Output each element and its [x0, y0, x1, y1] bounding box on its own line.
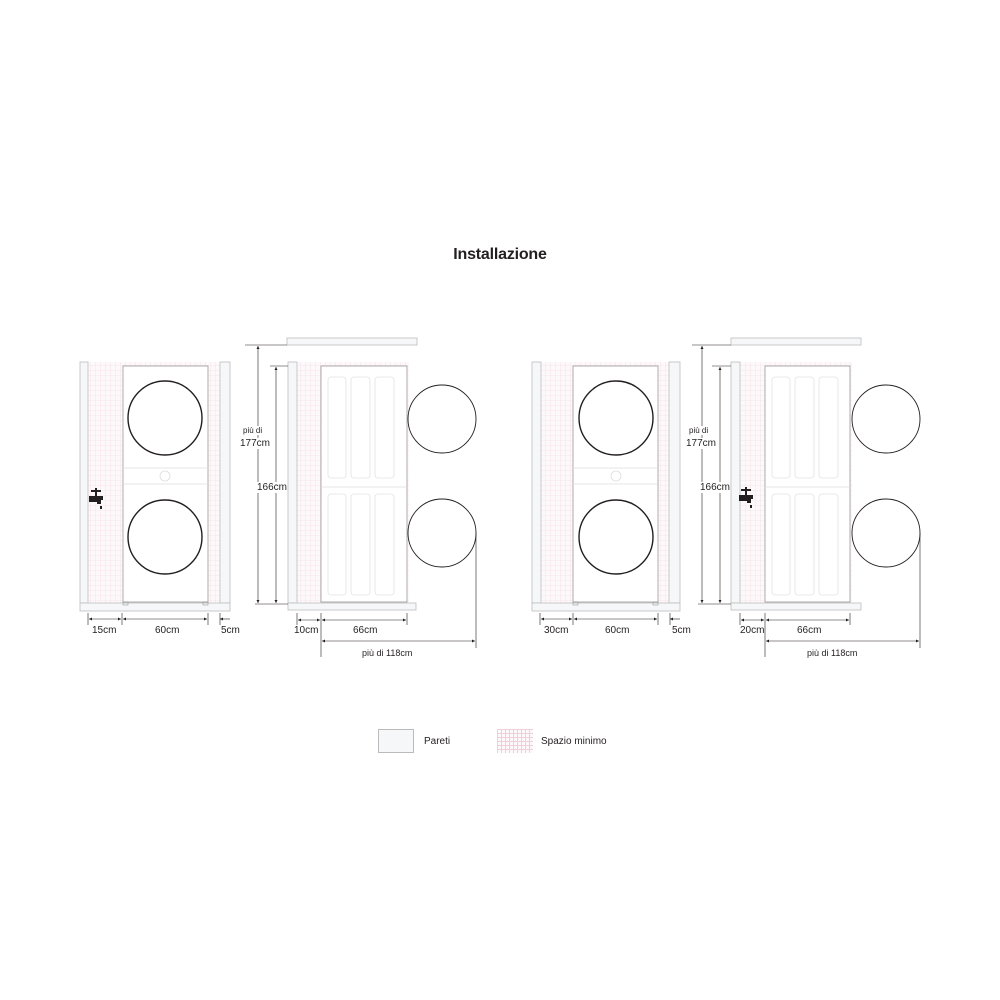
wall-right: [668, 361, 681, 604]
front-view-left: [79, 361, 231, 625]
open-door-upper: [851, 384, 921, 454]
ceiling: [730, 337, 862, 346]
dim-right-clearance: 5cm: [221, 625, 240, 636]
door-upper: [127, 380, 203, 456]
side-view-left: [245, 337, 477, 657]
dim-height: 166cm: [700, 482, 731, 493]
dim-left-clearance: 15cm: [92, 625, 117, 636]
stacked-unit-side: [764, 365, 851, 603]
floor: [79, 602, 231, 612]
dim-height: 166cm: [257, 482, 288, 493]
dim-total-height-prefix: più di: [689, 426, 709, 435]
wall-right: [219, 361, 231, 604]
dim-width: 60cm: [605, 625, 630, 636]
page-title: Installazione: [453, 246, 547, 263]
stacked-unit-side: [320, 365, 408, 603]
wall-left: [79, 361, 89, 604]
legend-swatch-min-space: [497, 729, 533, 753]
dim-total-height: 177cm: [686, 438, 717, 449]
ceiling: [286, 337, 418, 346]
legend-swatch-walls: [378, 729, 414, 753]
legend-label-min-space: Spazio minimo: [541, 736, 607, 747]
open-door-lower: [407, 498, 477, 568]
legend-label-walls: Pareti: [424, 736, 451, 747]
back-wall: [730, 361, 741, 604]
side-view-right: [692, 337, 921, 657]
back-wall: [287, 361, 298, 604]
front-view-right: [531, 361, 681, 625]
dim-rear-clearance: 10cm: [294, 625, 319, 636]
dim-depth: 66cm: [797, 625, 822, 636]
door-upper: [578, 380, 654, 456]
floor: [531, 602, 681, 612]
floor: [730, 602, 862, 611]
dim-depth: 66cm: [353, 625, 378, 636]
dim-total-height-prefix: più di: [243, 426, 263, 435]
dim-width: 60cm: [155, 625, 180, 636]
open-door-upper: [407, 384, 477, 454]
dim-right-clearance: 5cm: [672, 625, 691, 636]
dim-rear-clearance: 20cm: [740, 625, 765, 636]
dim-total-height: 177cm: [240, 438, 271, 449]
door-lower: [127, 499, 203, 575]
floor: [287, 602, 417, 611]
open-door-lower: [851, 498, 921, 568]
dim-door-open-depth: più di 118cm: [362, 648, 413, 658]
dim-left-clearance: 30cm: [544, 625, 569, 636]
door-lower: [578, 499, 654, 575]
wall-left: [531, 361, 542, 604]
dim-door-open-depth: più di 118cm: [807, 648, 858, 658]
